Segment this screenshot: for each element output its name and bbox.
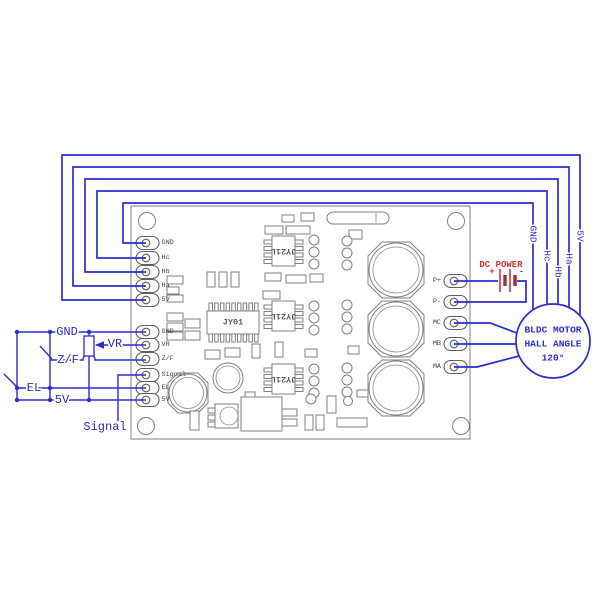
wire-signal — [117, 374, 146, 421]
pin-label-ma: MA — [433, 363, 442, 371]
voltage-regulator — [240, 391, 298, 432]
hall-bus-label-5v: 5V — [575, 230, 586, 242]
pin-label-mc: MC — [433, 319, 441, 327]
passive-components-left — [166, 271, 360, 360]
motor-label-line2: HALL ANGLE — [524, 339, 581, 350]
pin-label-ha: Ha — [162, 282, 170, 290]
motor-label-line3: 120° — [542, 353, 565, 364]
ic-jy01-label: JY01 — [223, 318, 243, 328]
ic-jy01: JY01 — [206, 302, 260, 343]
ic-jy21l-3: JY21L — [263, 363, 304, 395]
pin-label-signal: Signal — [162, 371, 186, 379]
pin-label-5v-top: 5V — [162, 296, 171, 304]
motor-label-line1: BLDC MOTOR — [524, 325, 581, 336]
mounting-hole-br — [452, 417, 470, 435]
battery-plus-sign: + — [489, 267, 494, 277]
dc-power-label: DC POWER — [479, 260, 523, 270]
pcb-board: JY01 JY21L JY21L JY21L — [130, 205, 471, 440]
pin-label-zf: Z/F — [162, 355, 174, 363]
inductor — [167, 372, 209, 414]
pin-label-vr: VR — [162, 341, 170, 349]
el-label: EL — [27, 381, 41, 395]
capacitor-3 — [367, 359, 425, 417]
ic-jy21l-2-label: JY21L — [271, 311, 297, 321]
zf-label: Z/F — [57, 353, 79, 367]
small-capacitor — [212, 362, 244, 394]
mounting-hole-tr — [447, 212, 465, 230]
battery-icon: + - — [489, 267, 524, 292]
ic-jy21l-3-label: JY21L — [271, 374, 297, 384]
pin-label-hb: Hb — [162, 268, 170, 276]
pin-label-5v-bottom: 5V — [162, 396, 171, 404]
pin-label-gnd-top: GND — [162, 239, 174, 247]
battery-minus-sign: - — [519, 267, 524, 277]
switch-el-blade — [3, 373, 18, 388]
potentiometer — [83, 332, 146, 400]
pin-label-p-minus: P- — [433, 298, 441, 306]
pin-label-gnd-bottom: GND — [162, 328, 174, 336]
capacitor-2 — [367, 300, 425, 358]
pad-zf — [135, 351, 160, 367]
hall-bus-label-hb: Hb — [553, 266, 564, 278]
vr-label: VR — [108, 337, 122, 351]
signal-label: Signal — [83, 420, 126, 434]
pin-label-hc: Hc — [162, 254, 170, 262]
mounting-hole-tl — [138, 212, 156, 230]
capacitor-1 — [367, 241, 425, 299]
ic-jy21l-1-label: JY21L — [271, 246, 297, 256]
5v-label: 5V — [55, 393, 70, 407]
mounting-holes — [137, 212, 470, 435]
wire-ha — [72, 166, 570, 308]
pin-labels: GND Hc Hb Ha 5V GND VR Z/F Signal EL 5V … — [162, 239, 442, 404]
wires — [3, 154, 581, 421]
bottom-components — [189, 389, 369, 432]
wire-5v-hall — [61, 154, 581, 315]
ic-jy21l-1: JY21L — [263, 235, 304, 267]
wire-p-minus — [454, 280, 527, 303]
switch-zf-blade — [39, 345, 53, 360]
external-labels: GND VR Z/F EL 5V Signal — [25, 323, 128, 436]
wire-phase-mc — [454, 322, 518, 334]
ic-jy21l-2: JY21L — [263, 300, 304, 332]
vr-arrow-icon — [95, 341, 104, 349]
top-edge-components — [264, 211, 390, 240]
hall-bus-label-hc: Hc — [542, 250, 553, 262]
hall-bus-label-gnd: GND — [528, 225, 539, 242]
bldc-motor-circle — [515, 303, 591, 379]
mounting-hole-bl — [137, 417, 155, 435]
pin-label-mb: MB — [433, 340, 441, 348]
wire-phase-ma — [454, 355, 520, 368]
wire-hc — [96, 190, 548, 305]
gnd-label: GND — [56, 325, 78, 339]
pin-label-p-plus: P+ — [433, 277, 441, 285]
hall-bus-labels: GND Hc Hb Ha 5V — [526, 224, 587, 280]
hall-bus-label-ha: Ha — [564, 253, 575, 265]
junction-dots — [14, 329, 92, 403]
fuse-slot — [326, 211, 390, 225]
wire-gnd-hall — [122, 202, 534, 310]
pin-label-el: EL — [162, 384, 170, 392]
transistor — [207, 403, 239, 429]
via-pads — [308, 234, 353, 399]
motor-labels: BLDC MOTOR HALL ANGLE 120° — [524, 325, 581, 364]
wire-hb — [84, 178, 559, 305]
